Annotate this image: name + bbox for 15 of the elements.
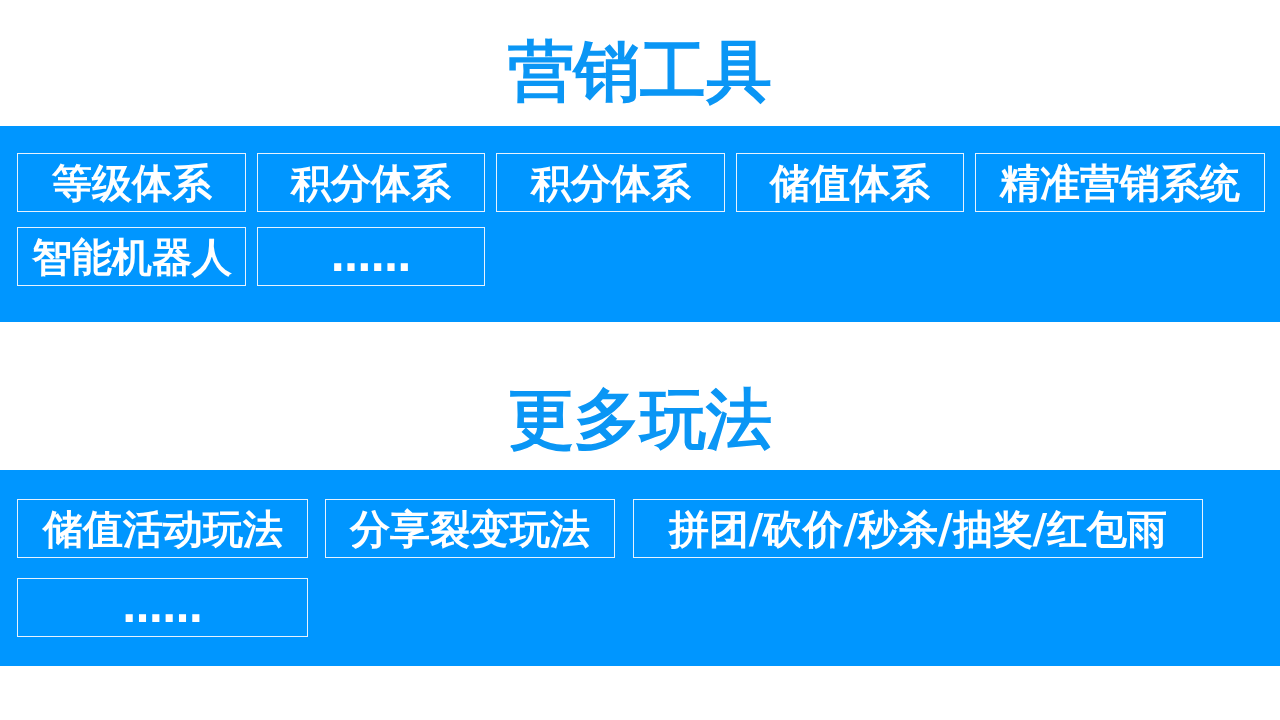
feature-box: 储值体系 — [736, 153, 964, 212]
feature-box: 积分体系 — [496, 153, 725, 212]
feature-box: 储值活动玩法 — [17, 499, 308, 558]
feature-box: 积分体系 — [257, 153, 485, 212]
feature-box: …… — [17, 578, 308, 637]
feature-box: 拼团/砍价/秒杀/抽奖/红包雨 — [633, 499, 1203, 558]
section-band — [0, 470, 1280, 666]
feature-box: 等级体系 — [17, 153, 246, 212]
section-band — [0, 126, 1280, 322]
feature-box: 智能机器人 — [17, 227, 246, 286]
section-heading: 更多玩法 — [507, 380, 773, 460]
feature-box: …… — [257, 227, 485, 286]
feature-box: 精准营销系统 — [975, 153, 1265, 212]
section-heading: 营销工具 — [507, 32, 773, 112]
feature-box: 分享裂变玩法 — [325, 499, 615, 558]
